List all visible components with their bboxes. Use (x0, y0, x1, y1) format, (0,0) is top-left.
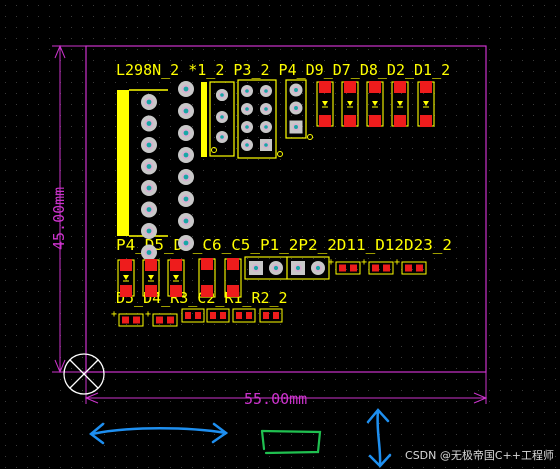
through-hole-pad (241, 85, 253, 97)
origin-crosshair-icon (63, 353, 105, 395)
diode-footprint (341, 81, 359, 127)
through-hole-pad (178, 147, 194, 163)
height-dimension (52, 44, 86, 374)
diode-footprint (391, 81, 409, 127)
through-hole-pad (141, 137, 157, 153)
through-hole-pad (178, 81, 194, 97)
watermark: CSDN @无极帝国C++工程师 (405, 449, 554, 462)
capacitor-footprint (198, 258, 216, 298)
diode-footprint (117, 259, 135, 297)
header-p3-footprint (237, 79, 283, 159)
through-hole-pad (311, 261, 325, 275)
diode-footprint (167, 259, 185, 297)
smd-resistor-footprint (181, 308, 205, 323)
through-hole-pad (216, 111, 228, 123)
through-hole-pad (249, 261, 263, 275)
through-hole-pad (260, 85, 272, 97)
width-dimension (84, 372, 488, 404)
bottom-smd-parts (181, 308, 283, 323)
header-1-footprint (201, 81, 235, 157)
through-hole-pad (141, 244, 157, 261)
through-hole-pad (141, 115, 157, 132)
led-footprint: + (111, 309, 144, 327)
width-dimension-label: 55.00mm (244, 390, 307, 408)
svg-text:+: + (328, 257, 334, 268)
through-hole-pad (241, 103, 253, 115)
rectangle-sketch-icon (260, 429, 322, 455)
through-hole-pad (178, 213, 194, 229)
middle-diode-row (117, 258, 242, 298)
through-hole-pad (289, 120, 303, 134)
led-footprints: + + + + + (111, 257, 427, 327)
through-hole-pad (141, 158, 157, 175)
through-hole-pad (178, 169, 194, 185)
through-hole-pad (269, 261, 283, 275)
through-hole-pad (241, 139, 253, 151)
header-p4-footprint (285, 79, 313, 140)
through-hole-pad (178, 103, 194, 119)
led-footprint: + (145, 309, 178, 327)
svg-text:+: + (111, 309, 117, 320)
led-footprint: + (328, 257, 361, 275)
through-hole-pad (260, 121, 272, 133)
label-row-2: P4_D5_D6_C6_C5_P1_2P2_2D11_D12D23_2 (116, 236, 452, 254)
svg-text:+: + (145, 309, 151, 320)
through-hole-pad (141, 94, 157, 110)
led-footprint: + (361, 257, 394, 275)
diode-footprint (366, 81, 384, 127)
smd-resistor-footprint (232, 308, 256, 323)
two-pin-connector (244, 256, 288, 280)
through-hole-pad (260, 139, 272, 151)
led-footprint: + (394, 257, 427, 275)
svg-text:+: + (394, 257, 400, 268)
board-outline (85, 45, 487, 373)
svg-text:+: + (361, 257, 367, 268)
top-diode-row (316, 81, 435, 127)
through-hole-pad (289, 101, 303, 115)
through-hole-pad (291, 261, 305, 275)
double-arrow-vertical-icon (366, 408, 392, 468)
label-row-1: L298N_2 *1_2 P3_2 P4_D9_D7_D8_D2_D1_2 (116, 61, 450, 79)
through-hole-pad (289, 83, 303, 97)
through-hole-pad (178, 235, 194, 251)
through-hole-pad (141, 201, 157, 218)
through-hole-pad (241, 121, 253, 133)
capacitor-footprint (224, 258, 242, 298)
through-hole-pad (178, 191, 194, 207)
through-hole-pad (216, 89, 228, 101)
diode-footprint (316, 81, 334, 127)
through-hole-pad (216, 131, 228, 143)
p1-p2-connectors (244, 256, 330, 280)
double-arrow-horizontal-icon (88, 422, 229, 445)
smd-resistor-footprint (206, 308, 230, 323)
two-pin-connector (286, 256, 330, 280)
diode-footprint (142, 259, 160, 297)
height-dimension-label: 45.00mm (50, 187, 68, 250)
through-hole-pad (141, 180, 157, 196)
l298n-module-footprint (117, 81, 194, 261)
smd-resistor-footprint (259, 308, 283, 323)
through-hole-pad (178, 125, 194, 141)
through-hole-pad (141, 223, 157, 239)
through-hole-pad (260, 103, 272, 115)
diode-footprint (417, 81, 435, 127)
